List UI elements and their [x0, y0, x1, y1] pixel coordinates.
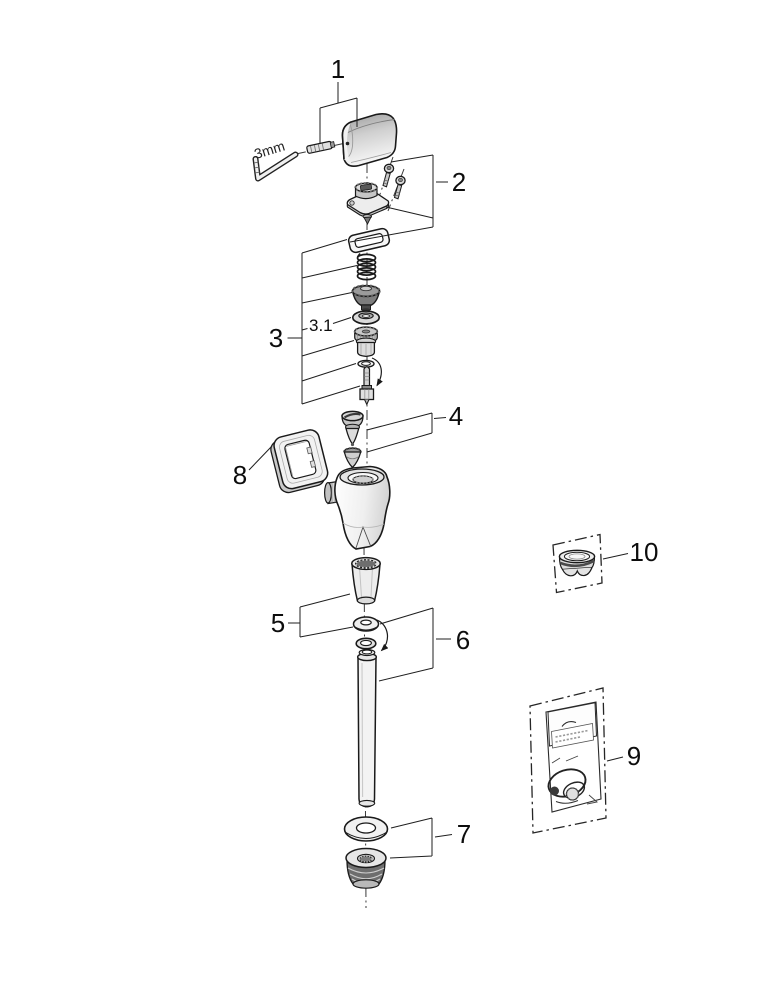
actuator-bracket: [346, 182, 390, 225]
callout-1-label: 1: [331, 54, 345, 84]
tool-size-annotation: 3mm: [252, 137, 286, 161]
piston: [341, 410, 364, 447]
mounting-screw-1: [382, 163, 395, 188]
valve-body: [324, 465, 391, 550]
o-ring-small: [357, 359, 375, 368]
wall-washer: [343, 816, 389, 842]
connector-cone: [351, 556, 381, 605]
bag-label-text-lines: [555, 729, 589, 743]
callout-7-label: 7: [457, 819, 471, 849]
spindle: [359, 366, 375, 406]
allen-key: [252, 151, 299, 182]
callout-leader-2: [349, 154, 448, 243]
callout-leader-6: [378, 607, 451, 682]
seal-ring-3-1: [351, 310, 380, 325]
callout-leader-7: [389, 817, 453, 859]
callout-5-label: 5: [271, 608, 285, 638]
mounting-screw-2: [393, 175, 406, 200]
callout-leader-10: [602, 553, 629, 560]
callout-4-label: 4: [449, 401, 463, 431]
callout-leader-1: [319, 82, 358, 143]
rotation-arrow-lower: [376, 619, 389, 652]
valve-disc: [351, 284, 381, 312]
cartridge: [353, 326, 379, 357]
spare-cap-box: [552, 533, 603, 594]
callout-3-1-label: 3.1: [309, 316, 333, 335]
callout-3-label: 3: [269, 323, 283, 353]
callout-10-label: 10: [630, 537, 659, 567]
callout-leader-3: [287, 239, 361, 405]
push-button-cover: [341, 112, 398, 168]
escutcheon-plate: [270, 429, 329, 494]
callout-leader-8: [248, 445, 273, 471]
callout-9-label: 9: [627, 741, 641, 771]
slip-washer: [352, 616, 380, 632]
callout-8-label: 8: [233, 460, 247, 490]
callout-2-label: 2: [452, 167, 466, 197]
callout-leader-4: [366, 412, 447, 453]
spring: [356, 253, 377, 281]
wall-flange: [345, 847, 387, 889]
pipe-ring: [355, 637, 377, 650]
flush-pipe: [357, 648, 378, 808]
callout-leader-5: [288, 593, 354, 638]
callout-leader-9: [606, 756, 624, 762]
cone-valve: [343, 447, 362, 469]
callout-6-label: 6: [456, 625, 470, 655]
rotation-arrow-upper: [371, 357, 383, 387]
set-screw: [306, 140, 336, 154]
square-gasket: [347, 227, 391, 254]
spares-bag-box: [529, 687, 607, 834]
